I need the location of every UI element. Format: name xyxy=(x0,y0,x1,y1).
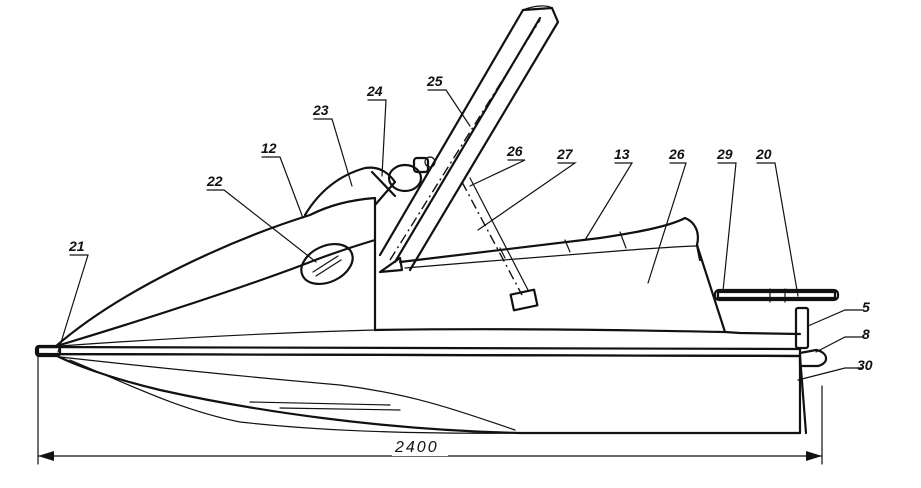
deck xyxy=(53,196,802,349)
leader-lines xyxy=(57,89,863,381)
throttle-rod-side xyxy=(469,177,529,291)
throttle-rod xyxy=(461,181,523,296)
hull-lower-chine xyxy=(69,359,521,434)
hull-strake-2 xyxy=(279,407,401,411)
label-8: 8 xyxy=(862,326,870,342)
gunwale xyxy=(34,344,802,358)
dimension-value: 2400 xyxy=(394,439,439,456)
seat-seam-2 xyxy=(564,239,571,253)
steering-pole-axis xyxy=(389,19,541,261)
throttle-link xyxy=(461,177,539,312)
overall-length-dimension: 2400 xyxy=(37,355,823,465)
hull-upper-chine xyxy=(59,356,516,431)
label-22: 22 xyxy=(206,173,223,189)
deck-outline xyxy=(53,196,377,349)
seat-cushion-line xyxy=(404,245,699,269)
rear-handle-bar xyxy=(713,288,840,302)
gunwale-rail xyxy=(36,345,802,358)
stern-nozzle xyxy=(798,348,828,368)
fuel-bottle-body xyxy=(387,163,423,193)
label-27: 27 xyxy=(556,146,574,162)
rear-step xyxy=(716,290,837,300)
stern xyxy=(794,306,828,435)
steering-handle-top xyxy=(522,5,553,11)
steering-pivot-base xyxy=(378,256,404,274)
label-26-front: 26 xyxy=(506,143,523,159)
label-24: 24 xyxy=(366,83,383,99)
stern-transom xyxy=(798,354,808,435)
hull-strake xyxy=(249,401,391,406)
label-5: 5 xyxy=(862,299,870,315)
seat-seam-1 xyxy=(499,247,506,259)
hull-outline xyxy=(36,352,802,435)
dimension-arrow-right xyxy=(806,451,822,461)
hull xyxy=(36,352,802,435)
seat-seam-3 xyxy=(619,231,627,249)
hatch-slot xyxy=(312,255,339,273)
label-26-rear: 26 xyxy=(668,146,685,162)
rear-body-side xyxy=(695,243,727,334)
deck-side-line xyxy=(58,238,377,347)
hatch-cover xyxy=(300,242,354,286)
label-23: 23 xyxy=(312,102,329,118)
throttle-foot-pedal xyxy=(509,288,539,312)
seat-outline xyxy=(398,216,702,264)
label-13: 13 xyxy=(614,146,630,162)
rear-deck xyxy=(695,243,840,334)
hatch-slot-2 xyxy=(315,259,342,277)
seat xyxy=(398,216,702,269)
callout-labels: 21 22 12 23 24 25 26 27 13 26 29 20 5 8 … xyxy=(68,73,873,373)
label-12: 12 xyxy=(261,140,277,156)
steering-column xyxy=(378,5,560,274)
body-lower-line xyxy=(59,329,376,347)
label-20: 20 xyxy=(755,146,772,162)
side-hatch xyxy=(300,242,354,286)
label-25: 25 xyxy=(426,73,443,89)
steering-pole-back xyxy=(393,16,542,264)
bow-bumper xyxy=(34,344,62,358)
label-29: 29 xyxy=(716,146,733,162)
fuel-bottle xyxy=(387,156,436,193)
label-21: 21 xyxy=(68,238,85,254)
stern-post xyxy=(794,306,810,350)
dimension-arrow-left xyxy=(38,451,54,461)
fuel-bottle-cap xyxy=(412,156,430,174)
hood-strap xyxy=(370,170,397,198)
label-30: 30 xyxy=(857,357,873,373)
body-side-top xyxy=(373,328,802,336)
